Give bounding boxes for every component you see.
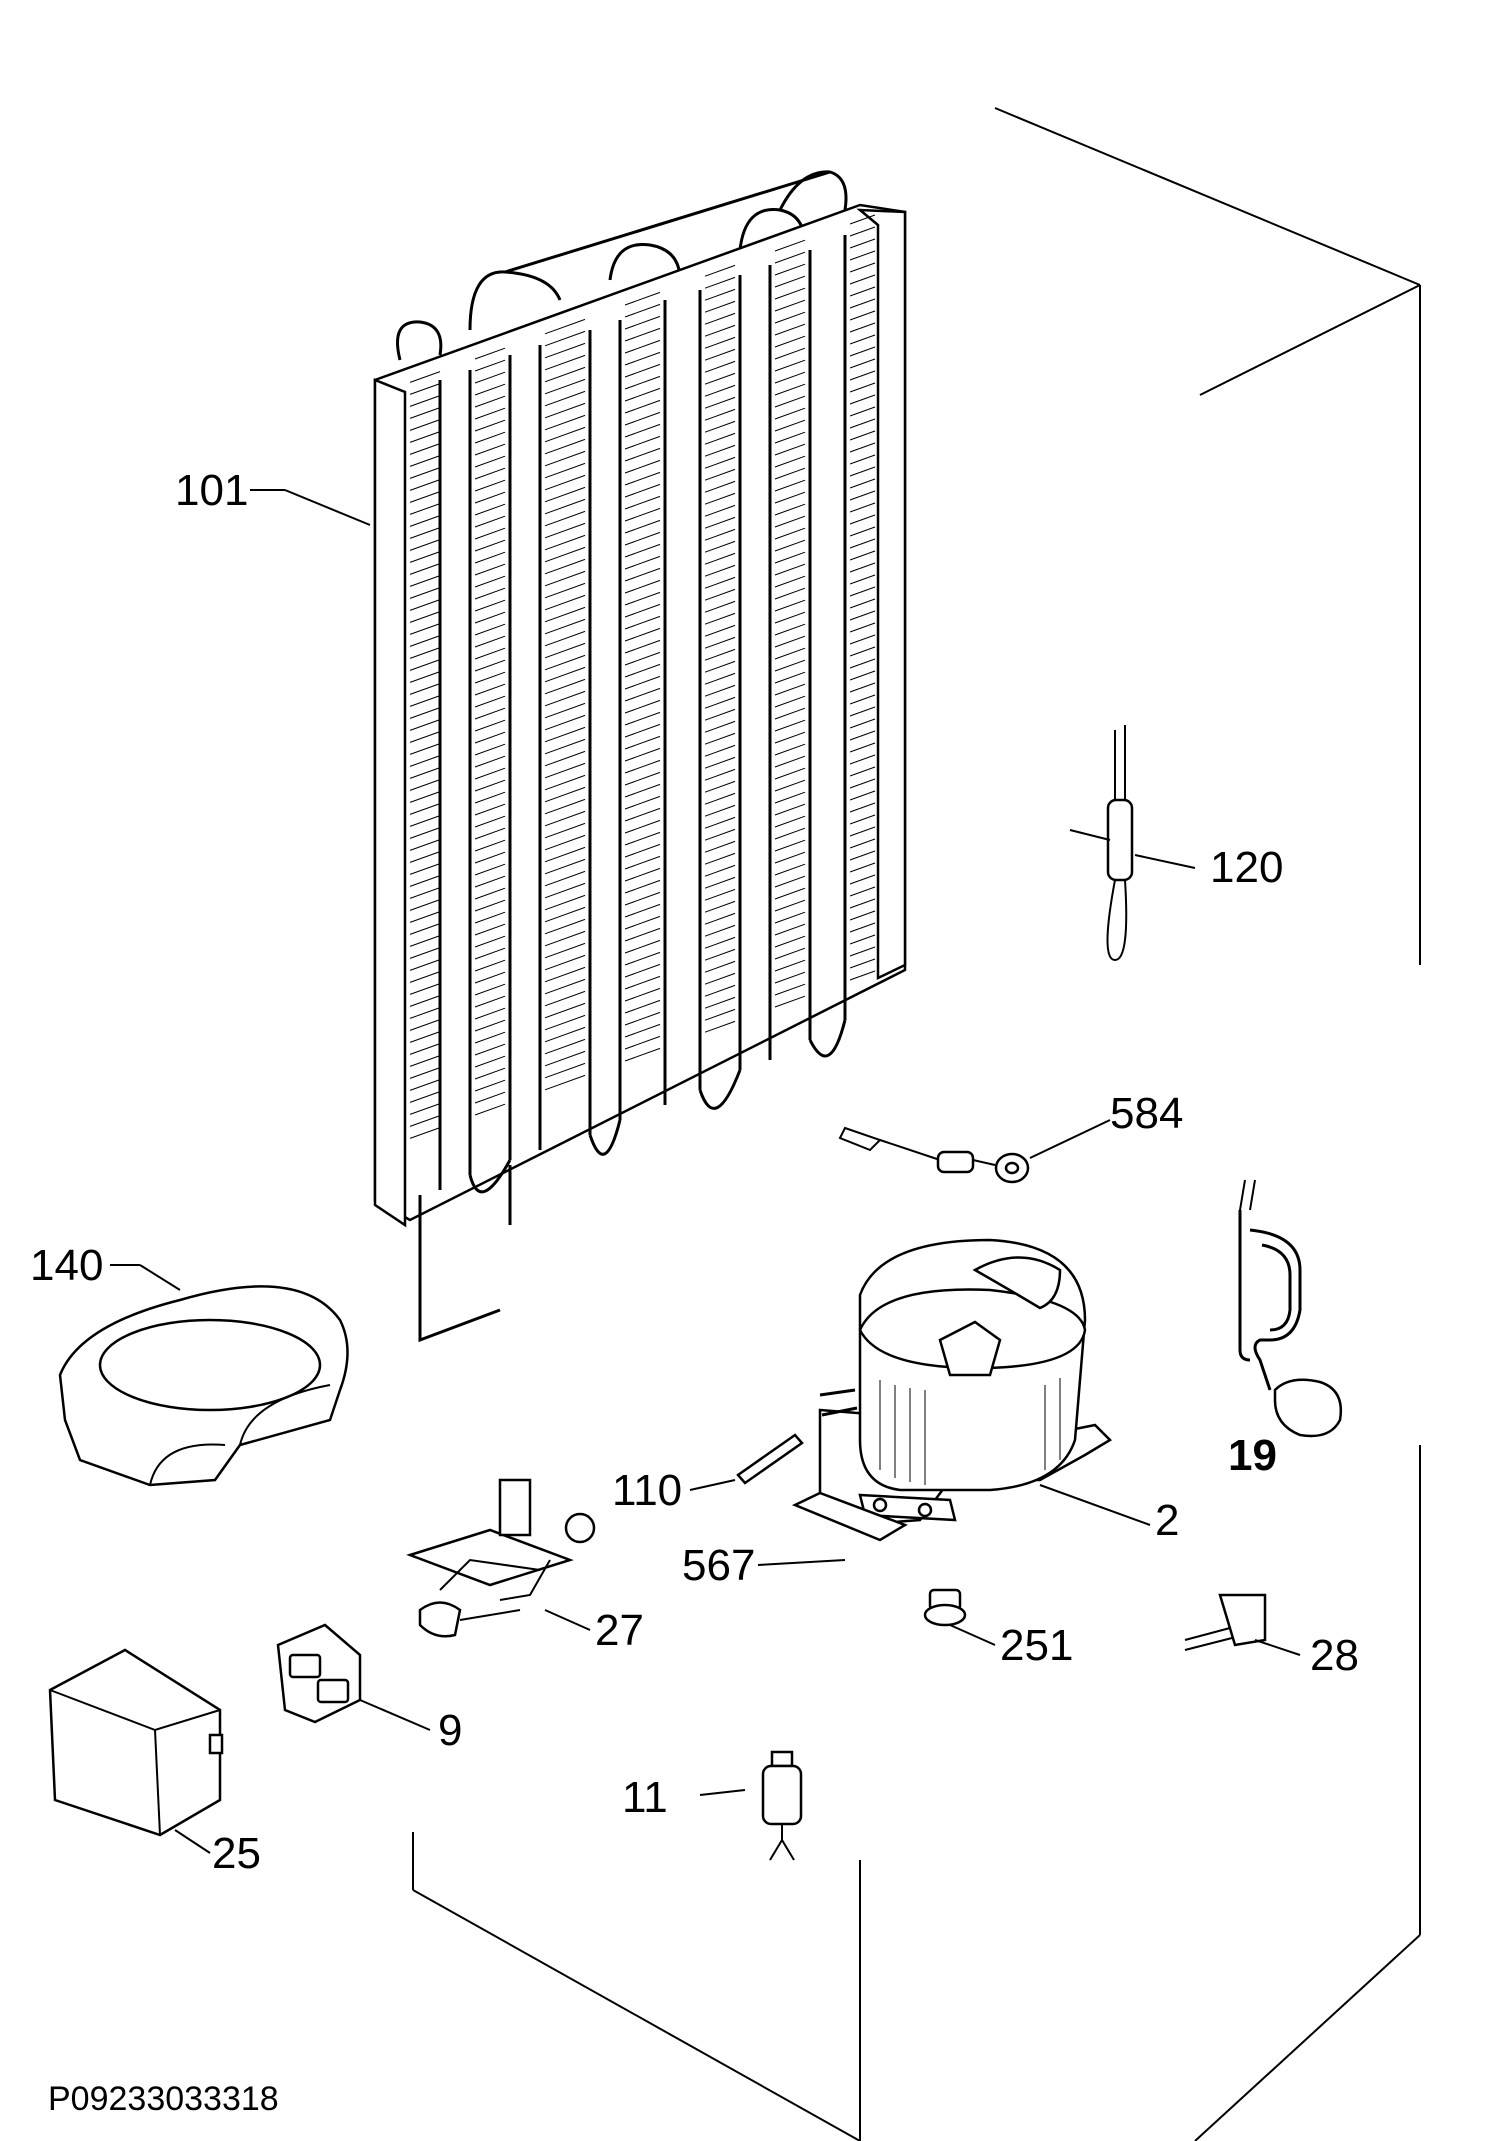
leader-2	[1039, 1484, 1151, 1526]
mounting-plate	[791, 1491, 908, 1542]
callout-567: 567	[682, 1541, 755, 1590]
leader-251	[949, 1624, 996, 1646]
callout-584: 584	[1110, 1089, 1183, 1138]
leader-110	[689, 1479, 736, 1491]
relay-cover	[48, 1648, 224, 1837]
callout-27: 27	[595, 1606, 644, 1655]
callout-9: 9	[438, 1706, 462, 1755]
thermal-protector	[276, 1623, 362, 1724]
leader-584	[1029, 1119, 1111, 1159]
callout-140: 140	[30, 1241, 103, 1290]
leader-25	[174, 1829, 211, 1854]
callout-25: 25	[212, 1829, 261, 1878]
callout-110: 110	[612, 1466, 682, 1515]
starter-relay	[406, 1478, 596, 1638]
compressor	[818, 1238, 1113, 1527]
leader-101b	[284, 489, 371, 526]
leader-120	[1134, 854, 1196, 869]
leader-11	[699, 1789, 746, 1796]
cabinet-outline	[412, 107, 1421, 2141]
callout-11: 11	[622, 1773, 668, 1822]
drip-tray	[58, 1285, 349, 1487]
sensor-lead	[838, 1126, 1030, 1184]
callout-120: 120	[1210, 843, 1283, 892]
leader-27	[544, 1609, 591, 1631]
leader-567	[757, 1559, 846, 1566]
leader-140b	[139, 1264, 181, 1291]
condenser	[373, 170, 907, 1343]
dryer-filter	[761, 1750, 803, 1861]
leader-28	[1254, 1639, 1301, 1656]
callout-28: 28	[1310, 1631, 1359, 1680]
thermal-fuse	[1069, 725, 1134, 962]
callout-19: 19	[1228, 1431, 1277, 1480]
callout-101: 101	[175, 466, 248, 515]
clip	[1184, 1593, 1267, 1651]
grommet	[923, 1588, 967, 1627]
tube-110	[736, 1433, 804, 1485]
callout-251: 251	[1000, 1621, 1073, 1670]
drawing-code: P09233033318	[48, 2080, 279, 2118]
callout-2: 2	[1155, 1496, 1179, 1545]
power-cord	[1238, 1179, 1343, 1438]
leader-9	[359, 1699, 431, 1731]
